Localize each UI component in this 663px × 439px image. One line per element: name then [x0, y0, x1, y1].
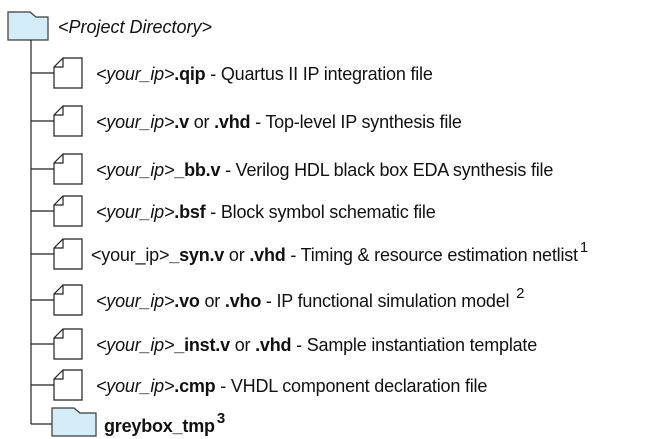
footnote-1: 1	[579, 239, 588, 256]
project-directory-label: <Project Directory>	[58, 17, 213, 37]
item-label-vo: <your_ip>.vo or .vho - IP functional sim…	[96, 285, 525, 311]
file-icon-2	[53, 105, 83, 137]
root-folder-icon	[7, 11, 49, 41]
file-icon-2-fold	[54, 106, 64, 116]
file-icon-3	[53, 153, 83, 185]
file-icon-5	[53, 238, 83, 270]
file-icon-7-fold	[54, 329, 64, 339]
file-icon-7	[53, 328, 83, 360]
footnote-3: 3	[216, 410, 225, 427]
file-icon-1	[53, 57, 83, 89]
file-icon-3-fold	[54, 154, 64, 164]
item-label-top-level: <your_ip>.v or .vhd - Top-level IP synth…	[96, 112, 462, 132]
file-icon-6-fold	[54, 285, 64, 295]
item-label-inst: <your_ip>_inst.v or .vhd - Sample instan…	[96, 335, 538, 355]
file-icon-8-fold	[54, 370, 64, 380]
greybox-folder-icon	[51, 407, 97, 437]
footnote-2: 2	[516, 285, 525, 302]
file-icon-6	[53, 284, 83, 316]
file-icon-8	[53, 369, 83, 401]
file-icon-5-fold	[54, 239, 64, 249]
item-label-cmp: <your_ip>.cmp - VHDL component declarati…	[96, 376, 488, 396]
file-icon-1-fold	[54, 58, 64, 68]
file-icon-4	[53, 195, 83, 227]
item-label-bsf: <your_ip>.bsf - Block symbol schematic f…	[96, 202, 436, 222]
item-label-syn: <your_ip>_syn.v or .vhd - Timing & resou…	[91, 239, 588, 265]
item-label-qip: <your_ip>.qip - Quartus II IP integratio…	[96, 64, 433, 84]
item-label-bb: <your_ip>_bb.v - Verilog HDL black box E…	[96, 160, 554, 180]
file-icon-4-fold	[54, 196, 64, 206]
